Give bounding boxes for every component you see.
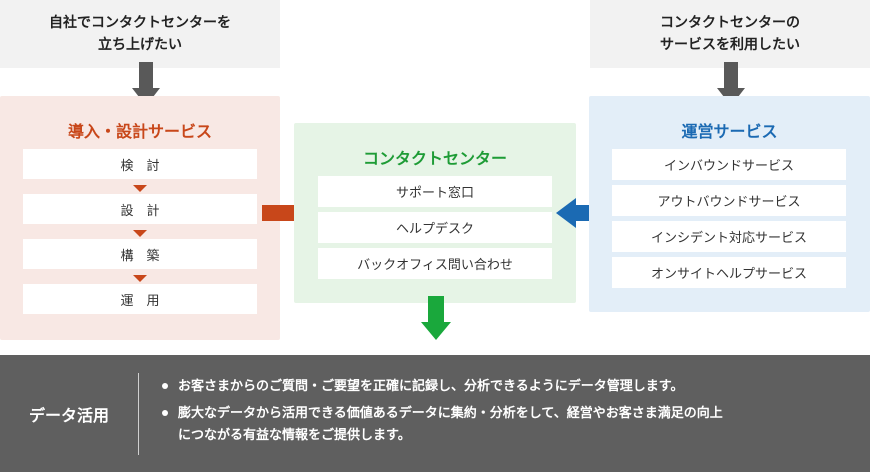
service-inbound: インバウンドサービス — [612, 149, 846, 180]
band-divider — [138, 373, 139, 455]
arrow-down-icon — [421, 296, 451, 340]
request-in-house-line2: 立ち上げたい — [98, 37, 182, 53]
request-box-in-house: 自社でコンタクトセンターを 立ち上げたい — [0, 0, 280, 68]
step-build: 構 築 — [23, 239, 257, 269]
center-item-backoffice: バックオフィス問い合わせ — [318, 248, 552, 279]
step-arrow-icon — [133, 230, 147, 237]
service-incident: インシデント対応サービス — [612, 221, 846, 252]
panel-introduction-design-title: 導入・設計サービス — [67, 122, 212, 141]
step-operate: 運 用 — [23, 284, 257, 314]
data-utilization-band: データ活用 お客さまからのご質問・ご要望を正確に記録し、分析できるようにデータ管… — [0, 355, 870, 472]
step-review: 検 討 — [23, 149, 257, 179]
request-box-use-service: コンタクトセンターの サービスを利用したい — [590, 0, 870, 68]
step-arrow-icon — [133, 275, 147, 282]
panel-contact-center: コンタクトセンター サポート窓口 ヘルプデスク バックオフィス問い合わせ — [294, 123, 576, 303]
bullet-item: お客さまからのご質問・ご要望を正確に記録し、分析できるようにデータ管理します。 — [162, 376, 862, 398]
request-use-service-line1: コンタクトセンターの — [660, 15, 800, 31]
request-in-house-line1: 自社でコンタクトセンターを — [49, 15, 231, 31]
bullet-dot-icon — [162, 382, 168, 389]
bullet-text: お客さまからのご質問・ご要望を正確に記録し、分析できるようにデータ管理します。 — [178, 379, 684, 394]
service-onsite-help: オンサイトヘルプサービス — [612, 257, 846, 288]
bullet-item: 膨大なデータから活用できる価値あるデータに集約・分析をして、経営やお客さま満足の… — [162, 403, 862, 425]
center-item-support: サポート窓口 — [318, 176, 552, 207]
service-outbound: アウトバウンドサービス — [612, 185, 846, 216]
request-use-service-line2: サービスを利用したい — [660, 37, 800, 53]
panel-operation-services: 運営サービス インバウンドサービス アウトバウンドサービス インシデント対応サー… — [589, 96, 870, 312]
panel-introduction-design: 導入・設計サービス 検 討 設 計 構 築 運 用 — [0, 96, 280, 340]
panel-operation-services-title: 運営サービス — [681, 122, 778, 141]
bullet-dot-icon — [162, 409, 168, 416]
step-arrow-icon — [133, 185, 147, 192]
bullet-text-continued: につながる有益な情報をご提供します。 — [178, 428, 411, 443]
panel-contact-center-title: コンタクトセンター — [362, 149, 507, 168]
step-design: 設 計 — [23, 194, 257, 224]
data-utilization-title: データ活用 — [28, 406, 109, 425]
bullet-text: 膨大なデータから活用できる価値あるデータに集約・分析をして、経営やお客さま満足の… — [178, 406, 723, 421]
center-item-helpdesk: ヘルプデスク — [318, 212, 552, 243]
